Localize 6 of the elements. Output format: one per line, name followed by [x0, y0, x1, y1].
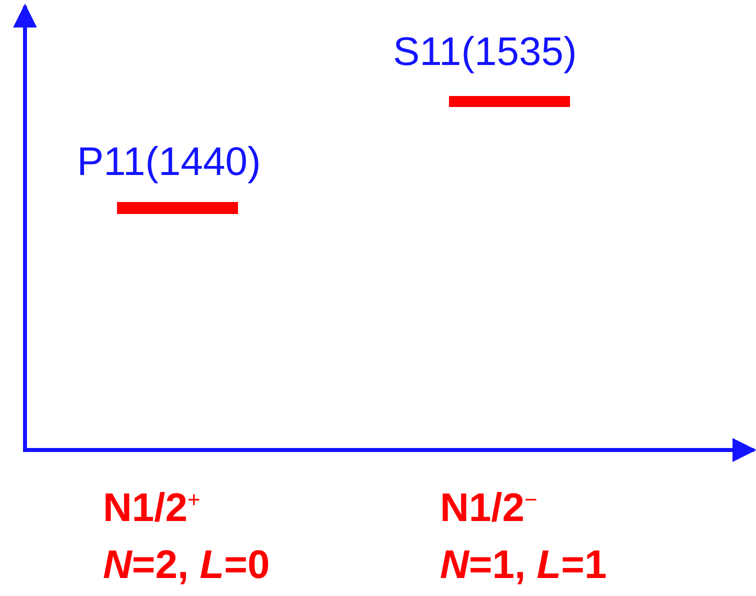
state-label: N1/2$^{−}$	[440, 488, 538, 528]
state-label: N1/2$^{+}$	[103, 488, 200, 528]
quantum-numbers-label: N=1, L=1	[440, 545, 607, 585]
quantum-numbers-label: N=2, L=0	[103, 545, 270, 585]
level-label: P11(1440)	[77, 142, 261, 182]
level-label: S11(1535)	[393, 32, 577, 72]
